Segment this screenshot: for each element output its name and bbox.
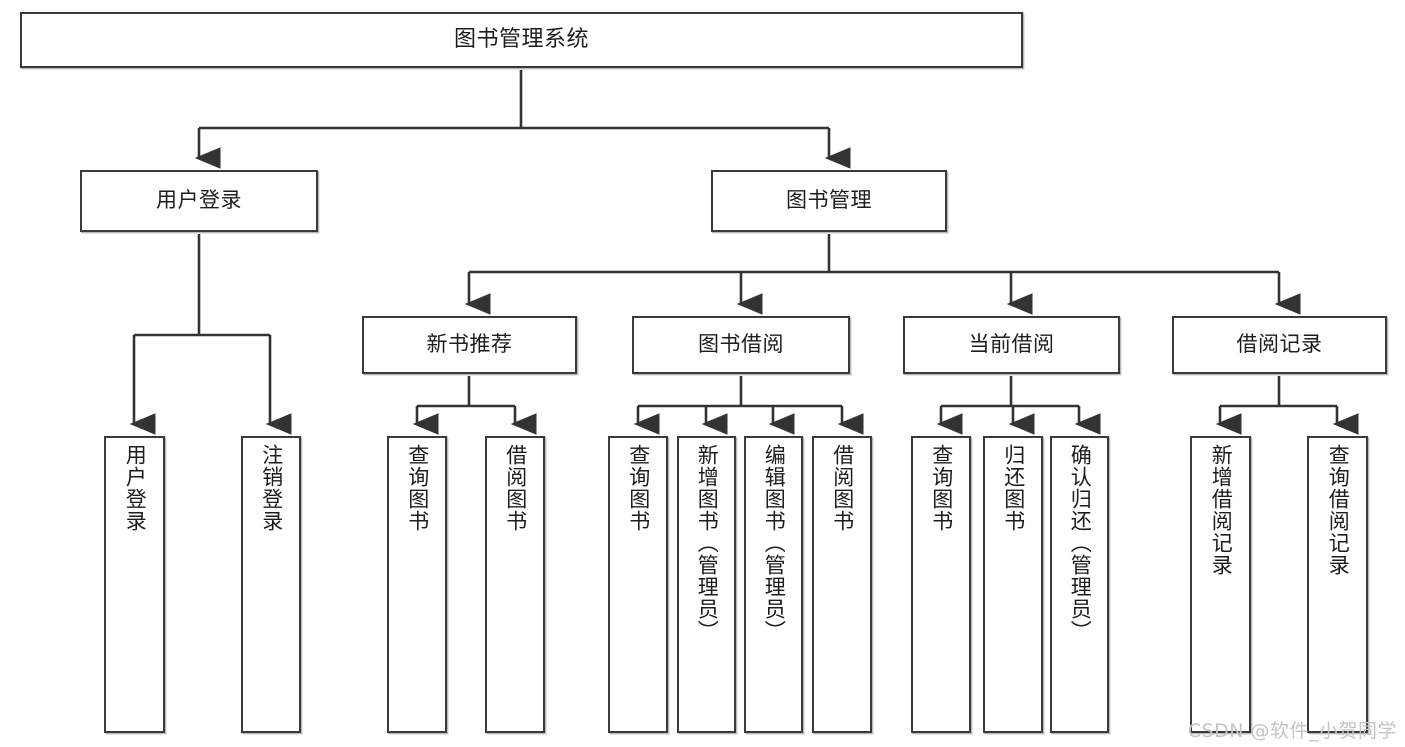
node-leaf-query-book-current-label: 查询图书 — [929, 444, 954, 532]
node-current-borrow[interactable]: 当前借阅 — [903, 316, 1120, 374]
node-book-borrow-label: 图书借阅 — [698, 332, 784, 357]
node-leaf-query-borrow-record-label: 查询借阅记录 — [1326, 444, 1351, 576]
node-leaf-add-book-admin[interactable]: 新增图书（管理员） — [677, 436, 736, 733]
node-leaf-query-book-borrow[interactable]: 查询图书 — [608, 436, 668, 733]
node-leaf-add-borrow-record[interactable]: 新增借阅记录 — [1190, 436, 1251, 733]
node-leaf-logout-login[interactable]: 注销登录 — [241, 436, 301, 733]
node-leaf-borrow-book[interactable]: 借阅图书 — [812, 436, 872, 733]
node-book-management[interactable]: 图书管理 — [711, 170, 947, 232]
node-leaf-add-borrow-record-label: 新增借阅记录 — [1209, 444, 1234, 576]
node-root[interactable]: 图书管理系统 — [20, 12, 1023, 68]
node-leaf-user-login-label: 用户登录 — [123, 444, 148, 532]
node-book-borrow[interactable]: 图书借阅 — [632, 316, 850, 374]
node-leaf-confirm-return-admin[interactable]: 确认归还（管理员） — [1050, 436, 1109, 733]
node-new-book-recommend-label: 新书推荐 — [426, 332, 513, 357]
node-user-login-label: 用户登录 — [156, 188, 242, 213]
watermark-text: CSDN @软件_小贺同学 — [1187, 720, 1397, 742]
node-leaf-edit-book-admin-label: 编辑图书（管理员） — [762, 444, 787, 642]
node-leaf-borrow-book-recommend-label: 借阅图书 — [503, 444, 528, 532]
node-leaf-query-book-current[interactable]: 查询图书 — [911, 436, 971, 733]
node-leaf-add-book-admin-label: 新增图书（管理员） — [695, 444, 720, 642]
node-borrow-records-label: 借阅记录 — [1236, 332, 1323, 357]
node-leaf-borrow-book-label: 借阅图书 — [830, 444, 855, 532]
node-leaf-logout-login-label: 注销登录 — [259, 444, 284, 532]
node-leaf-query-book-borrow-label: 查询图书 — [626, 444, 651, 532]
node-user-login[interactable]: 用户登录 — [80, 170, 318, 232]
node-new-book-recommend[interactable]: 新书推荐 — [362, 316, 577, 374]
node-book-management-label: 图书管理 — [786, 188, 872, 213]
node-leaf-query-borrow-record[interactable]: 查询借阅记录 — [1307, 436, 1368, 733]
node-leaf-confirm-return-admin-label: 确认归还（管理员） — [1068, 444, 1093, 642]
node-leaf-return-book-label: 归还图书 — [1001, 444, 1026, 532]
node-current-borrow-label: 当前借阅 — [968, 332, 1055, 357]
node-leaf-borrow-book-recommend[interactable]: 借阅图书 — [485, 436, 545, 733]
node-borrow-records[interactable]: 借阅记录 — [1172, 316, 1387, 374]
node-leaf-user-login[interactable]: 用户登录 — [104, 436, 165, 733]
node-leaf-edit-book-admin[interactable]: 编辑图书（管理员） — [744, 436, 803, 733]
node-leaf-return-book[interactable]: 归还图书 — [983, 436, 1043, 733]
node-root-label: 图书管理系统 — [453, 26, 589, 52]
node-leaf-query-book-recommend-label: 查询图书 — [405, 444, 430, 532]
node-leaf-query-book-recommend[interactable]: 查询图书 — [387, 436, 447, 733]
